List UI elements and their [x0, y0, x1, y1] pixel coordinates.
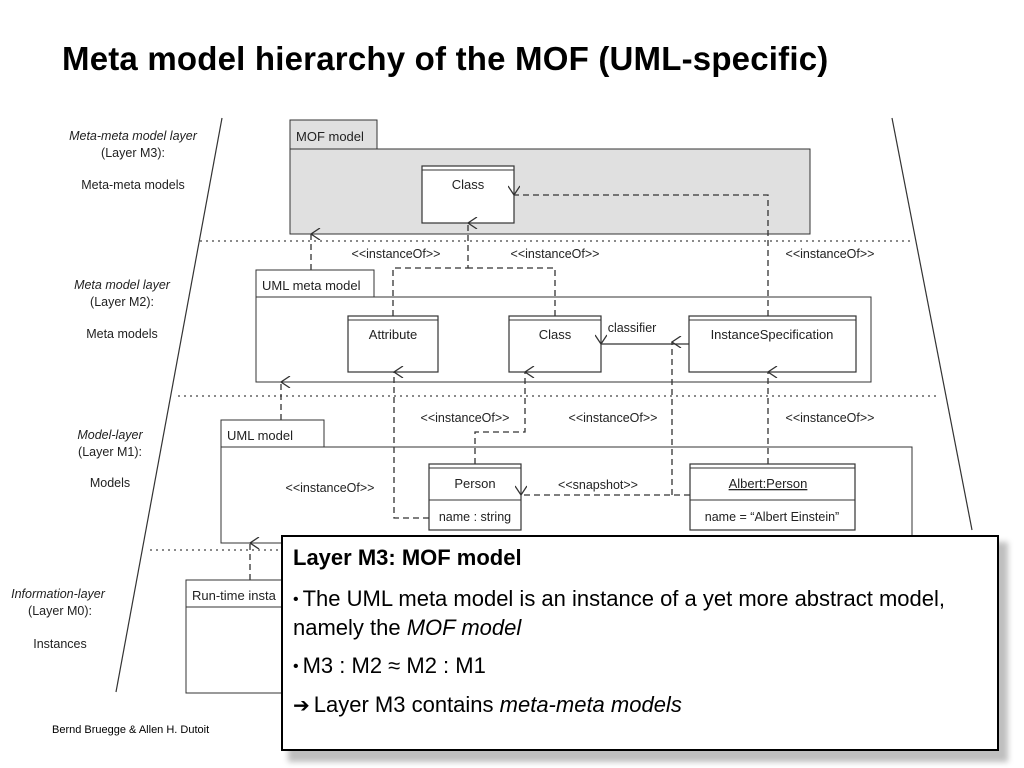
class-name: Class	[539, 327, 572, 342]
label-instance-of: <<instanceOf>>	[569, 411, 658, 425]
slide-title: Meta model hierarchy of the MOF (UML-spe…	[62, 40, 829, 77]
trapezoid-right-edge	[891, 117, 973, 531]
object-albert-person: Albert:Person name = “Albert Einstein”	[689, 463, 856, 531]
footer-authors: Bernd Bruegge & Allen H. Dutoit	[52, 724, 210, 736]
layer-level: (Layer M0):	[28, 604, 92, 618]
layer-models: Models	[90, 476, 130, 490]
package-label: UML meta model	[262, 278, 361, 293]
package-label: Run-time insta	[192, 588, 277, 603]
layer-level: (Layer M2):	[90, 295, 154, 309]
class-uml-class: Class	[508, 315, 602, 373]
object-slot: name = “Albert Einstein”	[705, 510, 839, 524]
class-name: Attribute	[369, 327, 417, 342]
package-label: MOF model	[296, 129, 364, 144]
layer-level: (Layer M1):	[78, 445, 142, 459]
bullet-emphasis: meta-meta models	[499, 692, 682, 717]
layer-label-m0: Information-layer (Layer M0): Instances	[11, 587, 106, 651]
bullet-dot: •	[293, 658, 299, 675]
layer-label-m2: Meta model layer (Layer M2): Meta models	[74, 278, 171, 341]
layer-models: Instances	[33, 637, 87, 651]
bullet-text: The UML meta model is an instance of a y…	[293, 586, 945, 640]
layer-name: Meta-meta model layer	[69, 129, 198, 143]
package-label: UML model	[227, 428, 293, 443]
label-instance-of: <<instanceOf>>	[286, 481, 375, 495]
dependency-class-to-mof-class	[468, 267, 556, 316]
label-snapshot: <<snapshot>>	[558, 478, 638, 492]
layer-name: Meta model layer	[74, 278, 171, 292]
arrow-right-icon: ➔	[293, 695, 310, 717]
class-name: Class	[452, 177, 485, 192]
label-instance-of: <<instanceOf>>	[421, 411, 510, 425]
callout-bullet-2: •M3 : M2 ≈ M2 : M1	[293, 652, 987, 681]
label-instance-of: <<instanceOf>>	[352, 247, 441, 261]
dependency-instspec-to-mof-class	[514, 195, 769, 316]
label-instance-of: <<instanceOf>>	[786, 247, 875, 261]
layer-name: Information-layer	[11, 587, 106, 601]
label-instance-of: <<instanceOf>>	[786, 411, 875, 425]
bullet-text: Layer M3 contains	[313, 692, 500, 717]
dependency-person-to-uml-class	[474, 372, 525, 464]
class-person: Person name : string	[428, 463, 522, 531]
layer-models: Meta models	[86, 327, 158, 341]
layer-name: Model-layer	[77, 428, 143, 442]
layer-label-m3: Meta-meta model layer (Layer M3): Meta-m…	[69, 129, 198, 192]
dependency-attribute-to-mof-class	[392, 223, 468, 316]
layer-label-m1: Model-layer (Layer M1): Models	[77, 428, 143, 490]
class-attribute-name: name : string	[439, 510, 511, 524]
package-runtime: Run-time insta	[185, 579, 297, 694]
layer-level: (Layer M3):	[101, 146, 165, 160]
callout-bullet-1: •The UML meta model is an instance of a …	[293, 585, 987, 642]
bullet-text: M3 : M2 ≈ M2 : M1	[302, 653, 486, 678]
label-instance-of: <<instanceOf>>	[511, 247, 600, 261]
class-mof-class: Class	[421, 165, 515, 224]
trapezoid-left-edge	[115, 117, 223, 693]
callout-box: Layer M3: MOF model •The UML meta model …	[281, 535, 999, 751]
callout-title: Layer M3: MOF model	[293, 545, 522, 570]
class-name: InstanceSpecification	[711, 327, 834, 342]
bullet-dot: •	[293, 591, 299, 608]
callout-bullet-3: ➔Layer M3 contains meta-meta models	[293, 691, 987, 720]
label-classifier: classifier	[608, 321, 657, 335]
class-attribute: Attribute	[347, 315, 439, 373]
dependency-attr-to-attribute	[394, 372, 429, 519]
layer-models: Meta-meta models	[81, 178, 185, 192]
object-name: Albert:Person	[729, 476, 808, 491]
class-name: Person	[454, 476, 495, 491]
bullet-emphasis: MOF model	[406, 615, 522, 640]
class-instance-specification: InstanceSpecification	[688, 315, 857, 373]
package-mof-model: MOF model	[289, 119, 811, 235]
